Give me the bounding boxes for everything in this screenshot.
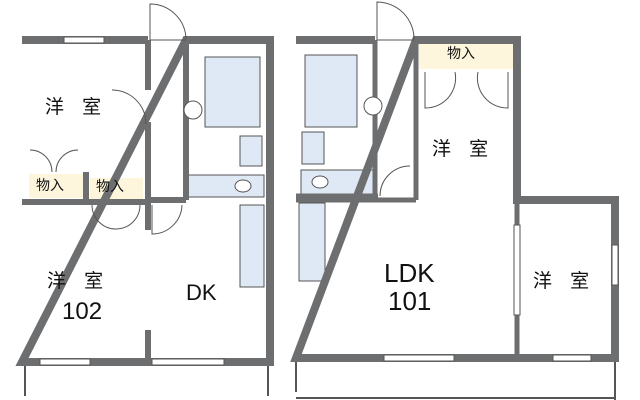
storage-label-2: 物入 [96,179,124,195]
storage-label-1: 物入 [36,178,64,194]
unit-101 [290,1,619,400]
room-label-dk: DK [186,280,217,305]
room-label-western-north-102: 洋 室 [45,96,102,118]
room-label-western-north-101: 洋 室 [432,138,489,160]
storage-label-101: 物入 [447,46,475,62]
unit-102 [15,3,274,396]
unit-number-102: 102 [62,298,103,325]
room-label-western-east-101: 洋 室 [533,270,590,292]
room-label-western-south-102: 洋 室 [47,270,104,292]
unit-number-101: 101 [388,286,432,316]
room-label-ldk: LDK [384,258,435,288]
